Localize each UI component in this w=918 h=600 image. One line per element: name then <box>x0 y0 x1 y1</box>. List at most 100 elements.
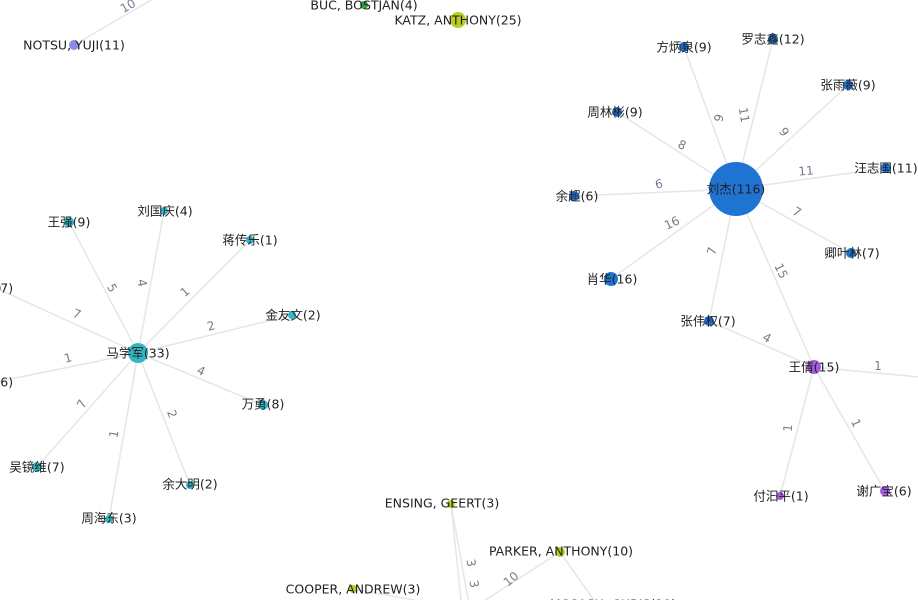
graph-node-wujing[interactable] <box>32 462 42 472</box>
node-label-left7: 镜(7) <box>0 281 13 296</box>
edge-weight-label: 10 <box>501 569 522 590</box>
node-label-jiangchuan: 蒋传乐(1) <box>222 233 277 248</box>
graph-node-qingye[interactable] <box>846 248 856 258</box>
node-label-wangqiang: 王强(9) <box>48 215 91 230</box>
edge-weight-label: 1 <box>781 424 796 433</box>
edge-weight-label: 2 <box>164 408 180 420</box>
node-label-zhouhai: 周海东(3) <box>81 511 136 526</box>
node-label-wujing: 吴镜维(7) <box>9 460 64 475</box>
node-label-fangbing: 方炳泉(9) <box>656 40 711 55</box>
graph-node-zhangyu[interactable] <box>843 80 853 90</box>
edge-weight-label: 1 <box>848 417 864 430</box>
node-label-qingye: 卿叶林(7) <box>824 246 879 261</box>
node-label-wanyong: 万勇(8) <box>242 397 285 412</box>
edge-maxue-wanyong <box>137 352 264 406</box>
edge-weight-label: 10 <box>118 0 138 16</box>
graph-node-zhoulin[interactable] <box>612 107 622 117</box>
node-label-zhoulin: 周林彬(9) <box>587 105 642 120</box>
node-label-notsu: NOTSU, YUJI(11) <box>23 38 125 53</box>
edge-weight-label: 11 <box>798 163 814 178</box>
node-label-cooper: COOPER, ANDREW(3) <box>286 582 421 597</box>
node-label-jinyou: 金友文(2) <box>265 308 320 323</box>
edge-weight-label: 1 <box>62 350 73 366</box>
node-label-luozhi: 罗志鑫(12) <box>741 32 804 47</box>
graph-node-wangqiang[interactable] <box>64 217 74 227</box>
edge-weight-label: 7 <box>704 245 720 256</box>
edge-maxue-yudaming <box>137 352 191 486</box>
graph-node-maxue[interactable] <box>128 343 148 363</box>
graph-node-wangqing[interactable] <box>807 360 821 374</box>
node-label-fuhan: 付汩平(1) <box>753 489 808 504</box>
edge-weight-label: 7 <box>71 306 83 322</box>
graph-node-left7[interactable] <box>0 283 1 293</box>
edge-maxue-jinyou <box>137 314 293 354</box>
edge-weight-label: 1 <box>874 359 882 373</box>
edge-weight-label: 11 <box>736 106 752 123</box>
edge-weight-label: 3 <box>463 558 478 568</box>
edge-weight-label: 1 <box>178 284 193 300</box>
node-label-wangqing: 王倩(15) <box>789 360 840 375</box>
graph-node-liujie[interactable] <box>709 162 763 216</box>
node-label-buc: BUC, BOSTJAN(4) <box>310 0 417 13</box>
edge-notsu-offscreen_topleft <box>73 0 153 46</box>
node-label-zhangwei: 张伟权(7) <box>680 314 735 329</box>
node-label-parker: PARKER, ANTHONY(10) <box>489 544 633 559</box>
edge-weight-label: 7 <box>74 397 90 411</box>
node-label-wangzhi: 汪志国(11) <box>854 161 917 176</box>
edge-weight-label: 9 <box>776 125 792 139</box>
graph-node-jiangchuan[interactable] <box>246 236 254 244</box>
nodes-layer <box>0 1 891 593</box>
node-label-maxue: 马学军(33) <box>106 346 169 361</box>
graph-node-buc[interactable] <box>360 1 368 9</box>
graph-node-yuchao[interactable] <box>569 191 579 201</box>
graph-node-fangbing[interactable] <box>679 42 689 52</box>
edge-parker-offscreen_bottom <box>484 551 561 600</box>
edge-maxue-jiangchuan <box>137 239 251 354</box>
edge-weight-label: 9 <box>711 112 727 123</box>
node-label-liujie: 刘杰(116) <box>707 182 766 197</box>
graph-node-luozhi[interactable] <box>768 34 778 44</box>
edge-liujie-yuchao <box>573 188 737 197</box>
node-label-zhangyu: 张雨薇(9) <box>820 78 875 93</box>
graph-node-jinyou[interactable] <box>288 311 296 319</box>
edge-weight-label: 4 <box>134 278 149 288</box>
node-label-liuguo: 刘国庆(4) <box>137 204 192 219</box>
edge-weight-label: 2 <box>205 318 216 334</box>
graph-node-fuhan[interactable] <box>776 492 784 500</box>
edge-wangqing-fuhan <box>779 366 815 497</box>
edge-maxue-left6 <box>0 352 139 382</box>
edge-liujie-wangqing <box>735 188 815 368</box>
edge-maxue-left7 <box>0 289 139 354</box>
graph-node-wangzhi[interactable] <box>881 163 891 173</box>
graph-node-zhangwei[interactable] <box>704 316 714 326</box>
node-label-left6: 臣(6) <box>0 375 13 390</box>
edge-weight-label: 15 <box>771 261 790 281</box>
edge-ensing-offscreen_bottom2 <box>450 503 462 600</box>
edge-ensing-offscreen_bottom <box>450 503 469 600</box>
graph-node-wanyong[interactable] <box>258 400 268 410</box>
graph-node-parker[interactable] <box>555 547 565 557</box>
edge-parker-mccash <box>559 551 595 600</box>
edge-weight-label: 6 <box>654 176 664 191</box>
node-label-yudaming: 余大明(2) <box>162 477 217 492</box>
graph-node-notsu[interactable] <box>69 40 79 50</box>
node-label-katz: KATZ, ANTHONY(25) <box>394 13 521 28</box>
graph-node-xieguang[interactable] <box>880 486 890 496</box>
node-label-mccash: MCCASH, CHRIS(10) <box>550 597 676 600</box>
graph-node-katz[interactable] <box>450 12 466 28</box>
edge-zhangwei-wangqing <box>708 320 815 368</box>
node-label-ensing: ENSING, GEERT(3) <box>385 496 499 511</box>
edge-weight-label: 8 <box>676 137 689 153</box>
edge-weight-label: 16 <box>662 213 682 232</box>
graph-node-ensing[interactable] <box>447 500 455 508</box>
edge-maxue-wujing <box>36 352 139 468</box>
graph-node-zhouhai[interactable] <box>105 515 113 523</box>
graph-node-liuguo[interactable] <box>160 207 168 215</box>
graph-node-cooper[interactable] <box>349 585 357 593</box>
graph-node-yudaming[interactable] <box>186 481 194 489</box>
node-label-xiaohua: 肖华(16) <box>587 272 638 287</box>
graph-node-xiaohua[interactable] <box>604 272 618 286</box>
edge-maxue-liuguo <box>137 210 165 354</box>
